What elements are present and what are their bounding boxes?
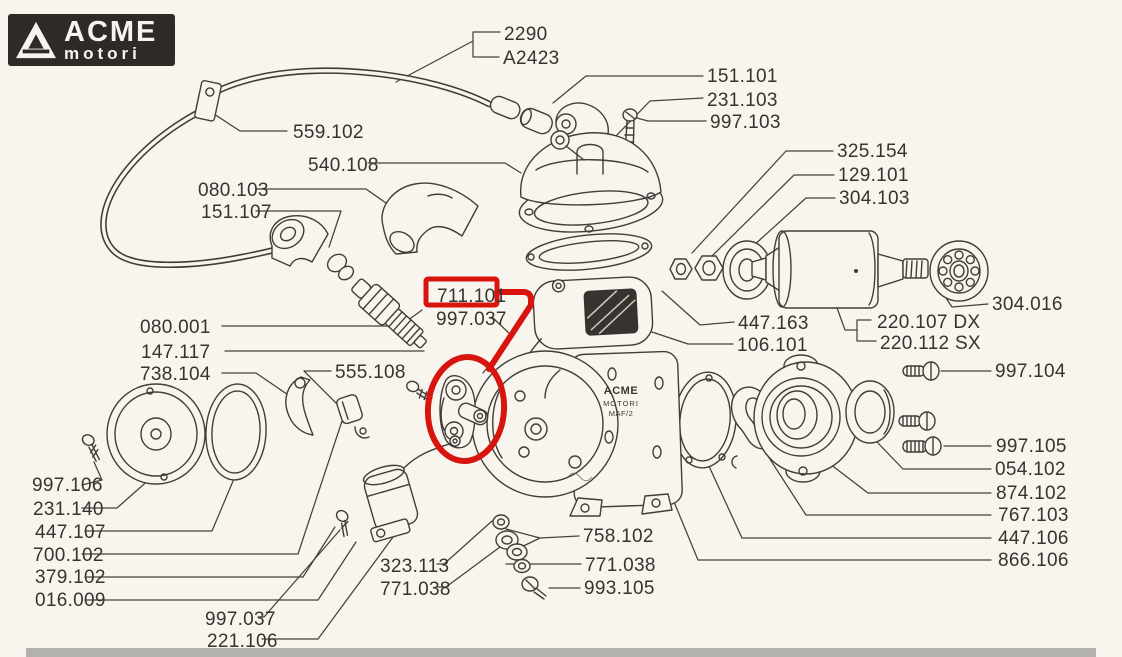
cable-clamp-drawing: [194, 79, 222, 122]
reference-mark: [731, 455, 738, 469]
terminal-block-drawing: [336, 394, 363, 425]
part-label-758.102: 758.102: [583, 526, 654, 547]
part-label-221.106: 221.106: [207, 631, 278, 652]
acme-triangle-icon: [16, 21, 56, 59]
part-label-304.016: 304.016: [992, 294, 1063, 315]
part-label-447.107: 447.107: [35, 522, 106, 543]
engraving-line2: MOTORI: [603, 399, 639, 408]
spark-plug-drawing: [351, 278, 427, 349]
part-label-016.009: 016.009: [35, 590, 106, 611]
logo-brand: ACME: [64, 16, 158, 48]
part-label-771.038: 771.038: [380, 579, 451, 600]
part-label-080.103: 080.103: [198, 180, 269, 201]
part-label-771.038: 771.038: [585, 555, 656, 576]
part-label-993.105: 993.105: [584, 578, 655, 599]
part-label-147.117: 147.117: [141, 342, 211, 363]
highlight-annotation: [423, 276, 534, 464]
logo-text: ACME motori: [64, 16, 158, 63]
cover-screw-drawing: [622, 108, 638, 157]
part-label-866.106: 866.106: [998, 550, 1069, 571]
part-label-231.140: 231.140: [33, 499, 104, 520]
part-label-080.001: 080.001: [140, 317, 211, 338]
ball-bearing-drawing: [929, 240, 989, 302]
cover-plate-drawing: [106, 383, 206, 485]
engraving-brand: ACME: [603, 385, 639, 397]
part-label-129.101: 129.101: [838, 165, 909, 186]
cable-end-fittings-drawing: [489, 95, 553, 135]
ignition-coil-drawing: [525, 276, 654, 369]
part-label-738.104: 738.104: [140, 364, 211, 385]
breaker-screw-drawing: [406, 380, 433, 403]
part-label-231.103: 231.103: [707, 90, 778, 111]
part-label-555.108: 555.108: [335, 362, 406, 383]
part-label-220.107-DX: 220.107 DX: [877, 312, 981, 333]
logo-model: motori: [64, 44, 141, 63]
part-label-151.101: 151.101: [707, 66, 778, 87]
part-label-711.101: 711.101: [437, 286, 507, 307]
housing-drawing: [471, 350, 683, 517]
spark-plug-boot-drawing: [381, 182, 479, 255]
part-label-106.101: 106.101: [737, 335, 808, 356]
part-label-054.102: 054.102: [995, 459, 1066, 480]
spark-plug-cap-drawing: [269, 215, 355, 281]
flange-group-drawing: [673, 354, 895, 483]
part-label-997.106: 997.106: [32, 475, 103, 496]
flange-screws-drawing: [898, 361, 942, 456]
cover-plate-screw-drawing: [81, 434, 101, 462]
part-label-379.102: 379.102: [35, 567, 106, 588]
part-label-447.163: 447.163: [738, 313, 809, 334]
advance-lever-drawing: [285, 376, 314, 436]
part-label-767.103: 767.103: [998, 505, 1069, 526]
part-label-997.105: 997.105: [996, 436, 1067, 457]
contact-breaker-drawing: [439, 375, 489, 449]
ignition-cover-drawing: [518, 130, 664, 233]
highlight-ellipse: [424, 354, 508, 464]
part-label-559.102: 559.102: [293, 122, 364, 143]
part-label-323.113: 323.113: [380, 556, 450, 577]
gasket-ring-drawing: [205, 383, 267, 481]
part-label-700.102: 700.102: [33, 545, 104, 566]
part-label-220.112-SX: 220.112 SX: [880, 333, 981, 354]
part-label-304.103: 304.103: [839, 188, 910, 209]
part-label-2290: 2290: [504, 24, 548, 45]
part-label-325.154: 325.154: [837, 141, 908, 162]
part-label-997.037: 997.037: [436, 309, 507, 330]
part-label-874.102: 874.102: [996, 483, 1067, 504]
washer-set-drawing: [492, 514, 547, 600]
highlight-connector: [486, 289, 534, 372]
clip-drawing: [354, 426, 370, 439]
rotor-assembly-drawing: [669, 230, 929, 309]
part-label-447.106: 447.106: [998, 528, 1069, 549]
part-label-997.103: 997.103: [710, 112, 781, 133]
part-label-540.108: 540.108: [308, 155, 379, 176]
part-label-997.104: 997.104: [995, 361, 1066, 382]
engraving-line3: MAF/2: [608, 408, 634, 418]
condenser-screw-drawing: [335, 509, 349, 538]
condenser-drawing: [362, 435, 461, 543]
housing-engraving: ACME MOTORI MAF/2: [598, 386, 644, 417]
part-label-A2423: A2423: [503, 48, 560, 69]
acme-logo: ACME motori: [8, 14, 175, 66]
cover-gasket-drawing: [525, 233, 653, 271]
part-label-151.107: 151.107: [201, 202, 272, 223]
scan-edge-band: [26, 648, 1096, 657]
part-label-997.037: 997.037: [205, 609, 276, 630]
